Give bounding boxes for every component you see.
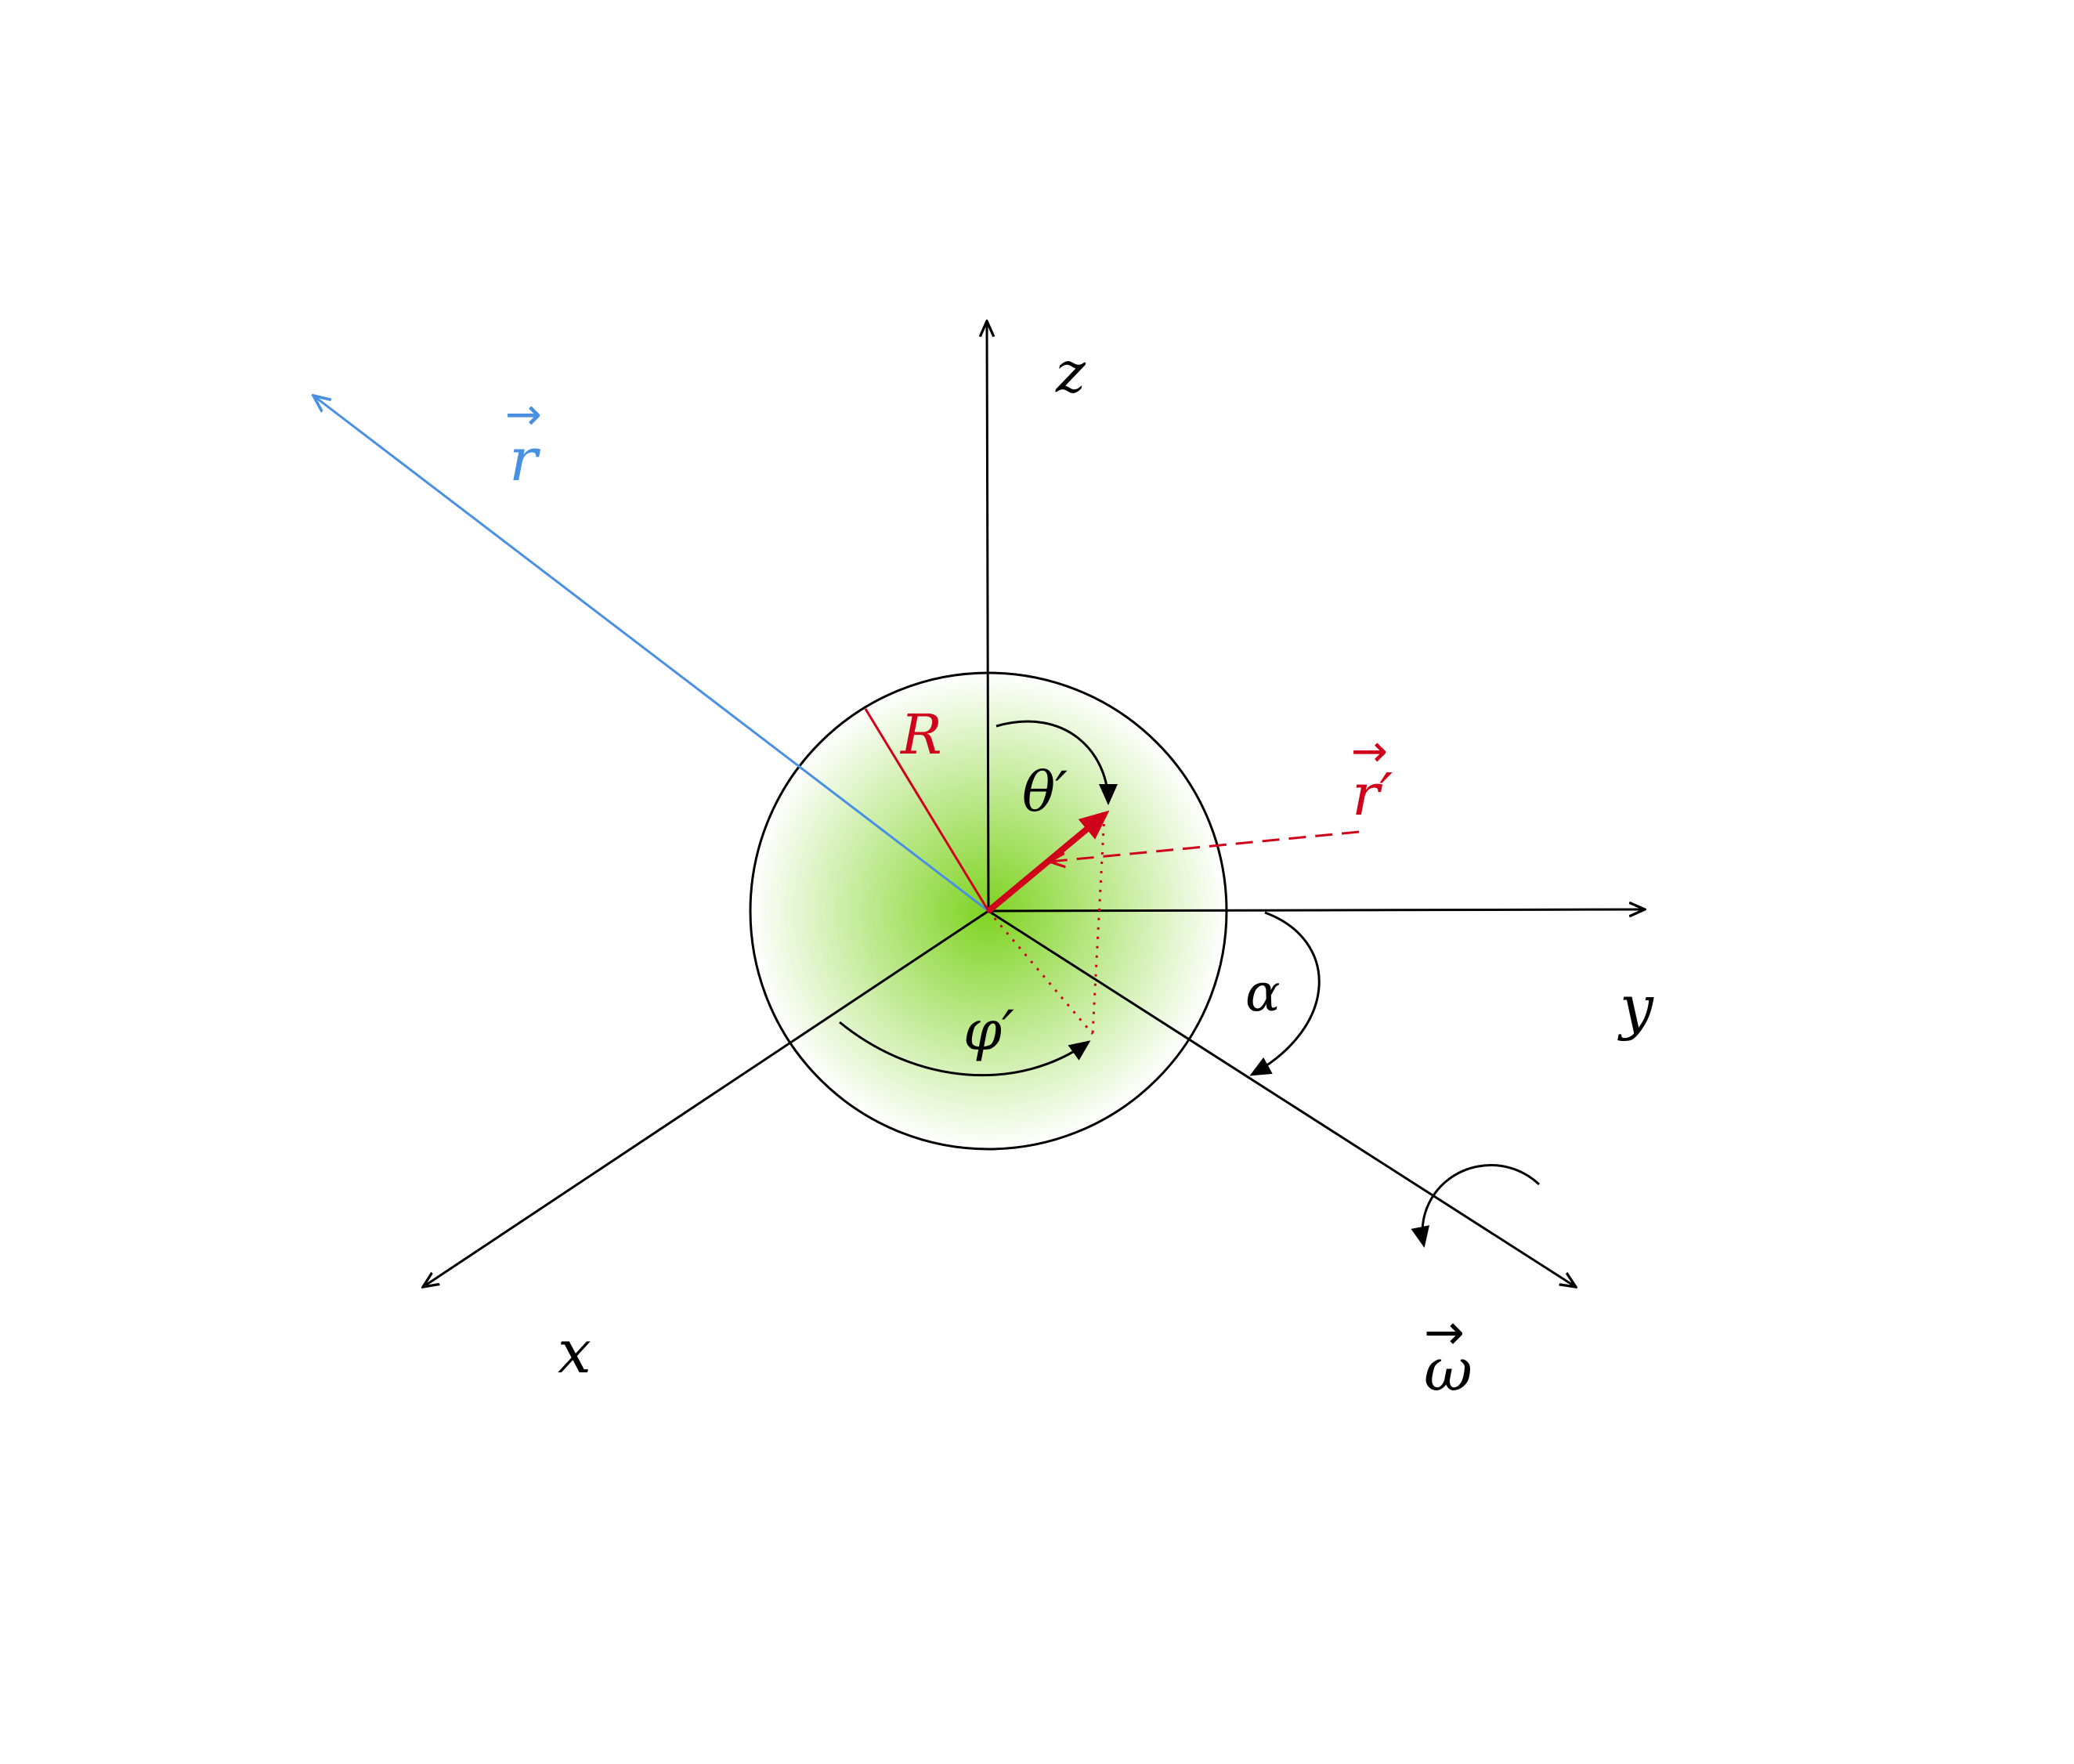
source-vector-arrow: → xyxy=(1351,726,1388,777)
position-vector-label: r xyxy=(509,425,541,494)
omega-vector-arrow: → xyxy=(1424,1303,1465,1361)
phi-label: φ′ xyxy=(963,999,1014,1063)
position-vector-line xyxy=(313,396,989,913)
x-axis-label: x xyxy=(558,1317,591,1386)
radius-line xyxy=(864,708,990,912)
radius-label: R xyxy=(899,703,942,767)
source-vector-label: r′ xyxy=(1352,761,1393,829)
omega-label: ω xyxy=(1424,1335,1472,1404)
z-axis-label: z xyxy=(1055,339,1086,405)
y-axis-label: y xyxy=(1617,972,1654,1042)
alpha-arc xyxy=(1249,911,1321,1076)
phi-arc xyxy=(839,1021,1091,1077)
source-vector-line xyxy=(986,810,1110,914)
rotation-arrow xyxy=(1411,1164,1541,1248)
z-axis xyxy=(987,321,988,912)
omega-axis xyxy=(988,909,1576,1287)
y-axis xyxy=(988,909,1645,911)
alpha-label: α xyxy=(1245,963,1281,1023)
theta-arc xyxy=(995,720,1118,805)
x-axis xyxy=(423,909,989,1287)
theta-label: θ′ xyxy=(1022,760,1068,824)
position-vector-arrow: → xyxy=(505,389,542,440)
